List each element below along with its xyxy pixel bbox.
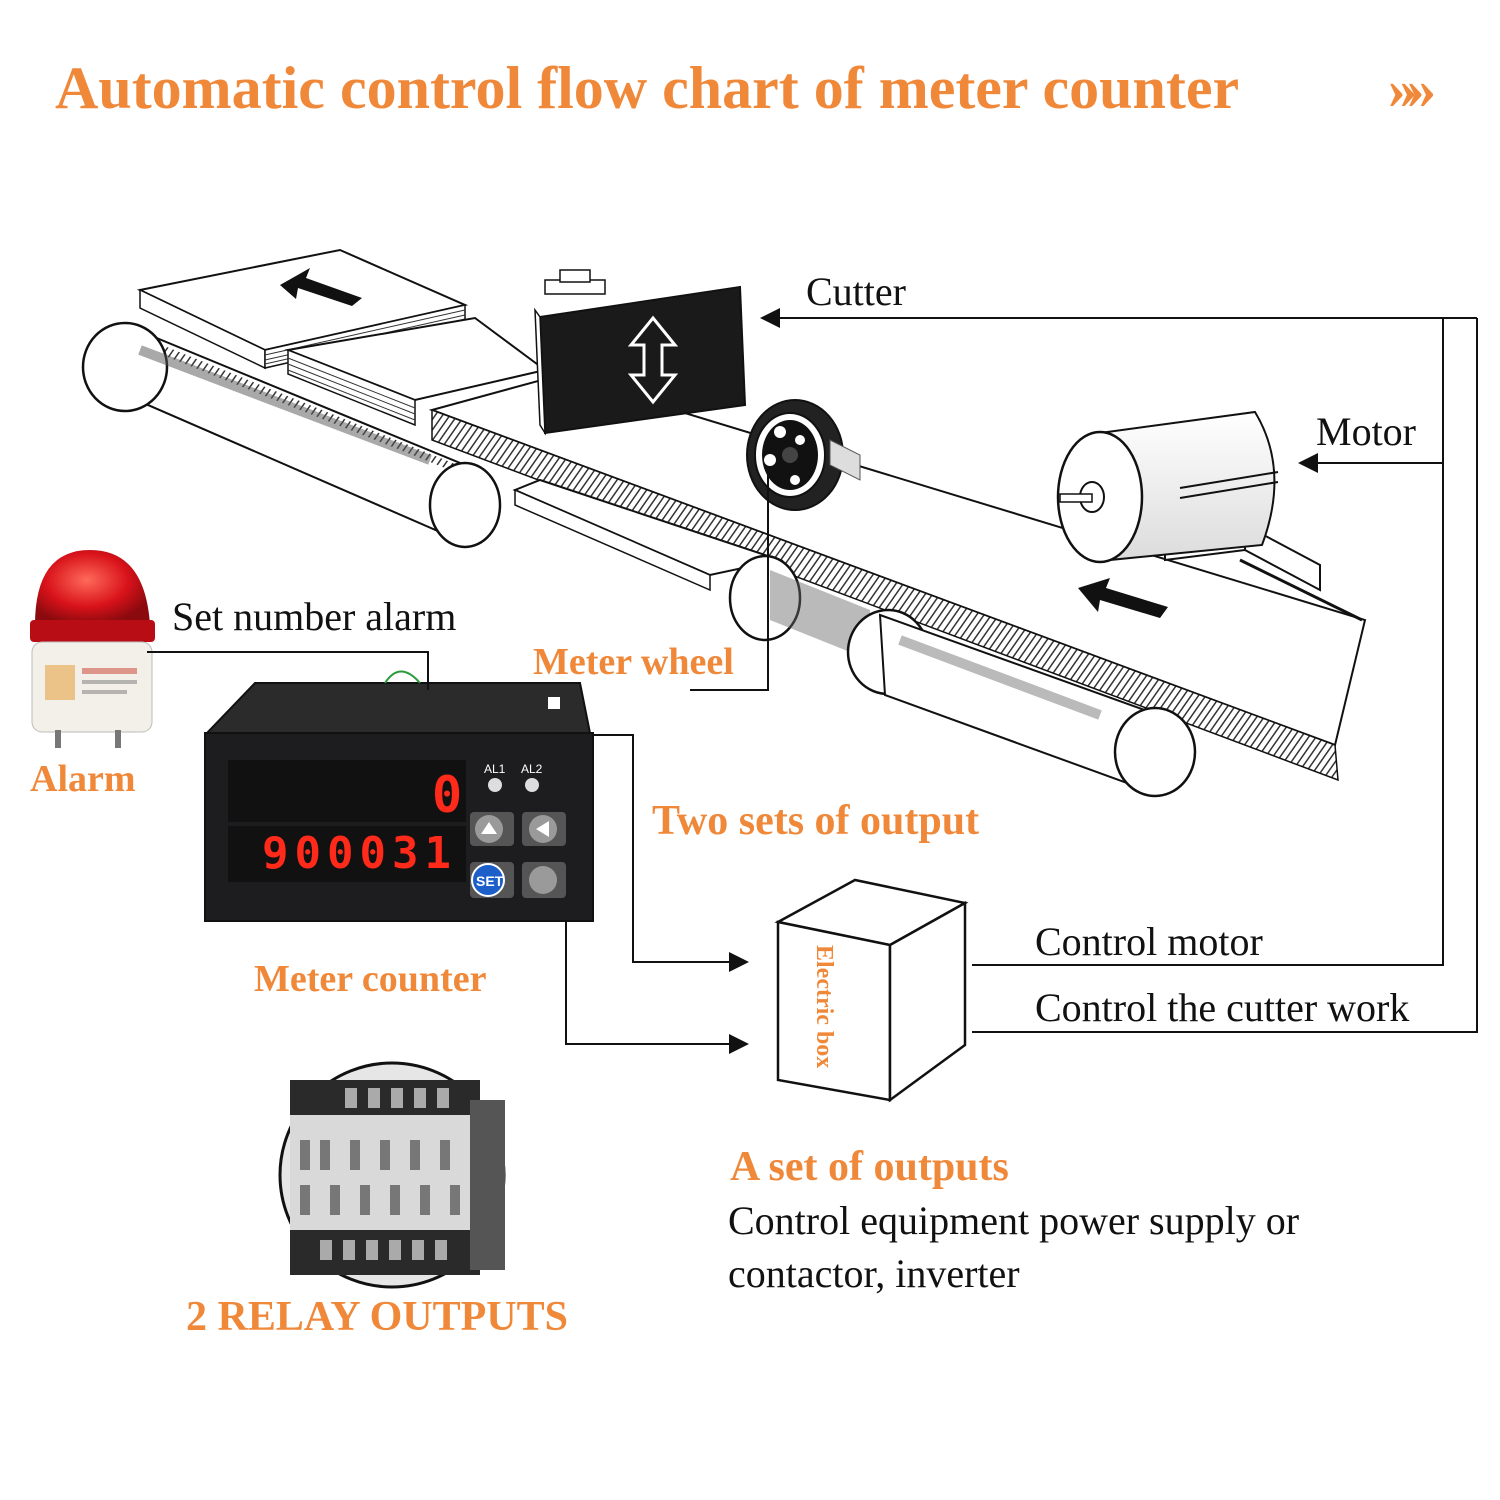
arrow-left-icon — [1078, 578, 1168, 618]
label-meter-wheel: Meter wheel — [533, 641, 734, 683]
line-control-motor — [972, 318, 1444, 966]
left-conveyor — [81, 321, 502, 549]
electric-box — [774, 878, 969, 1103]
roller-right — [1113, 706, 1197, 798]
line-alarm — [147, 651, 429, 690]
alarm-beacon-icon — [30, 550, 155, 748]
indicator-al2: AL2 — [521, 762, 543, 776]
cutter-device — [534, 269, 747, 436]
chevron-right-icon: »» — [1388, 56, 1436, 121]
label-control-motor: Control motor — [1035, 919, 1263, 964]
sheet-stack-1 — [136, 248, 469, 370]
roller-left-bottom — [428, 461, 502, 549]
arrow-up-icon — [280, 268, 362, 306]
relay-terminal-photo — [278, 1061, 506, 1289]
roller-meter — [728, 554, 802, 642]
label-a-set-of-outputs: A set of outputs — [730, 1144, 1009, 1190]
line-control-cutter — [972, 318, 1478, 1033]
line-output-2 — [565, 920, 749, 1054]
counter-display-bottom: 900031 — [262, 828, 457, 879]
indicator-al1: AL1 — [484, 762, 506, 776]
line-output-1 — [592, 734, 749, 972]
counter-display-top: 0 — [432, 766, 469, 824]
line-meter-wheel — [690, 470, 769, 691]
label-relay-outputs: 2 RELAY OUTPUTS — [186, 1294, 568, 1340]
label-cutter: Cutter — [806, 269, 906, 314]
connector-lines — [147, 308, 1478, 1054]
label-motor: Motor — [1316, 409, 1416, 454]
label-alarm: Alarm — [30, 758, 136, 800]
label-meter-counter: Meter counter — [254, 958, 487, 1000]
main-conveyor — [428, 373, 1367, 798]
label-set-number-alarm: Set number alarm — [172, 594, 457, 639]
roller-left-top — [81, 321, 169, 413]
arrow-updown-icon — [627, 315, 679, 405]
label-two-sets-of-output: Two sets of output — [652, 798, 980, 844]
set-button-label: SET — [476, 873, 504, 889]
meter-counter-device — [204, 670, 594, 922]
outputs-description-line1: Control equipment power supply or — [728, 1198, 1300, 1243]
outputs-description-line2: contactor, inverter — [728, 1251, 1020, 1296]
meter-wheel — [746, 399, 861, 511]
label-control-cutter: Control the cutter work — [1035, 985, 1410, 1030]
page-title: Automatic control flow chart of meter co… — [55, 55, 1240, 121]
label-electric-box: Electric box — [811, 945, 837, 1069]
motor-device — [1056, 410, 1321, 592]
